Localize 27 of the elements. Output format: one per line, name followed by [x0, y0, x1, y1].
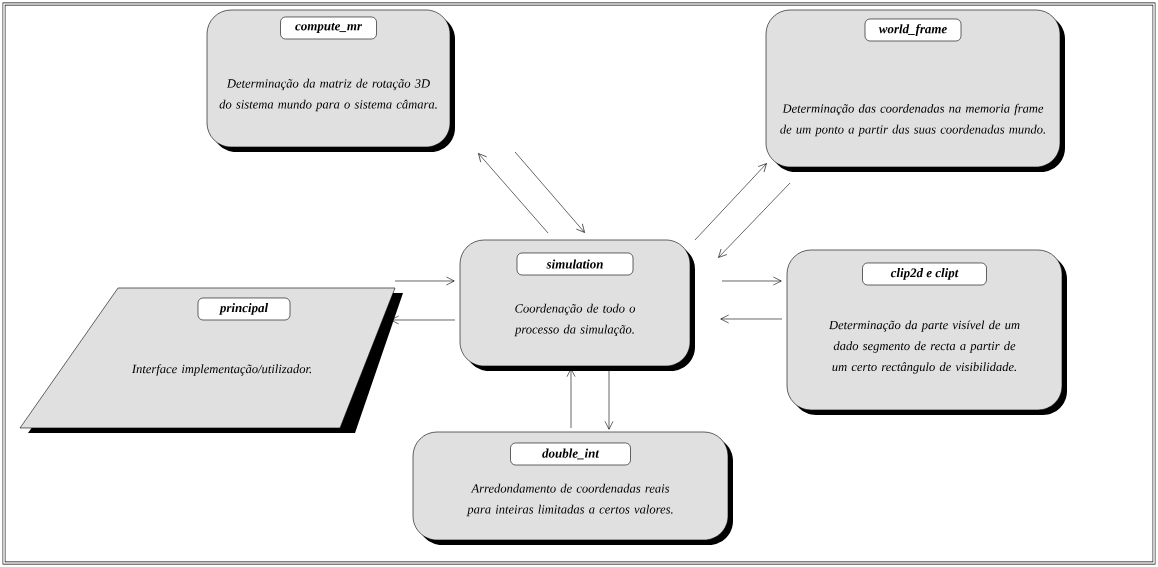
description-text: Interface implementação/utilizador. — [131, 364, 311, 376]
description-text: Determinação das coordenadas na memoria frame de um ponto a partir das suas coordenadas mundo. — [780, 103, 1045, 137]
arrow — [514, 151, 585, 233]
process-box — [206, 9, 455, 152]
description-text: Coordenação de todo o processo da simulação. — [514, 303, 636, 337]
arrow — [390, 315, 456, 325]
title-box: double_int — [510, 442, 631, 466]
title-box: principal — [197, 297, 291, 321]
title-box: compute_mr — [280, 16, 377, 40]
description-text: Arredondamento de coordenadas reais para inteiras limitadas a certos valores. — [466, 483, 673, 517]
title-box: simulation — [516, 252, 634, 276]
arrow — [478, 153, 549, 234]
process-box — [459, 239, 695, 371]
title-box: world_frame — [864, 18, 962, 42]
process-box — [765, 9, 1065, 172]
process-box — [786, 249, 1067, 415]
arrow — [694, 163, 767, 241]
description-text: Determinação da parte visível de um dado segmento de recta a partir de um certo rectângulo de visibilidade. — [828, 320, 1020, 374]
process-box — [412, 431, 733, 545]
arrow — [718, 182, 791, 258]
parallelogram-box — [19, 287, 403, 433]
description-text: Determinação da matriz de rotação 3D do sistema mundo para o sistema câmara. — [219, 78, 437, 112]
arrow — [394, 276, 455, 286]
arrow — [720, 314, 783, 324]
arrow — [721, 276, 782, 286]
title-box: clip2d e clipt — [862, 262, 987, 286]
arrow — [566, 368, 576, 429]
